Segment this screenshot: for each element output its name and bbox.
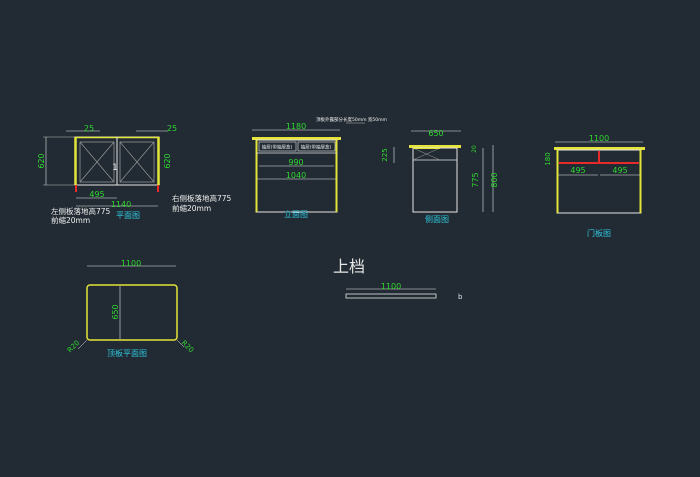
plan-note-right-1: 右侧板落地高775	[172, 193, 232, 203]
elev-caption: 立面图	[284, 209, 308, 219]
plan-view: 25 25 620 620 1 495 1140 左侧板落地高775 前缩20m…	[37, 124, 232, 225]
top-board-outline	[86, 284, 178, 341]
door-top-board	[554, 147, 645, 150]
rail-dim-1100: 1100	[381, 282, 401, 291]
door-dim-495-right: 495	[612, 166, 627, 175]
top-corner-left-leader	[77, 339, 88, 350]
plan-dim-620-left: 620	[37, 153, 46, 168]
plan-dim-620-right: 620	[163, 153, 172, 168]
plan-right-box	[119, 141, 155, 183]
elev-drawer-right	[297, 141, 336, 152]
side-dim-20: 20	[471, 145, 478, 153]
side-top-board	[409, 145, 461, 148]
side-dim-800: 800	[490, 172, 499, 187]
door-dim-495-left: 495	[570, 166, 585, 175]
side-dim-225: 225	[381, 148, 389, 161]
door-dim-180: 180	[544, 152, 552, 165]
plan-caption: 平面图	[116, 211, 140, 220]
side-drawer-cross-2	[412, 147, 441, 161]
side-dim-775: 775	[471, 172, 480, 187]
elev-drawer-left	[258, 141, 297, 152]
door-view: 1100 180 495 495 门板图	[544, 134, 645, 238]
elevation-view: 1180 顶板外露部分长度50mm 宽50mm 抽屉(带抽屉盒) 抽屉(带抽屉盒…	[252, 116, 387, 219]
elev-top-board	[252, 137, 341, 140]
plan-right-cross-2	[119, 141, 155, 183]
plan-dim-495: 495	[89, 190, 104, 199]
top-corner-right-leader	[176, 339, 185, 348]
plan-note-right-2: 前缩20mm	[172, 203, 211, 213]
elev-drawer-left-label: 抽屉(带抽屉盒)	[262, 144, 293, 151]
top-dim-1100: 1100	[121, 259, 141, 268]
plan-left-cross-2	[79, 141, 115, 183]
door-caption: 门板图	[587, 228, 611, 238]
plan-dim-1140: 1140	[111, 200, 131, 209]
elev-drawer-right-label: 抽屉(带抽屉盒)	[301, 144, 332, 151]
rail-mark: b	[458, 293, 463, 301]
elev-dim-1180: 1180	[286, 122, 306, 131]
elev-dim-990: 990	[288, 158, 303, 167]
plan-note-left-2: 前缩20mm	[51, 215, 90, 225]
plan-dim-25-left: 25	[84, 124, 94, 133]
plan-dim-25-right: 25	[167, 124, 177, 133]
elev-dim-1040: 1040	[286, 171, 306, 180]
side-caption: 侧面图	[425, 214, 449, 224]
rail-title: 上档	[333, 257, 365, 276]
elev-note: 顶板外露部分长度50mm 宽50mm	[316, 116, 387, 123]
upper-rail-view: 上档 1100 b	[333, 257, 463, 301]
top-dim-650: 650	[111, 304, 120, 319]
plan-center-mark: 1	[112, 163, 118, 173]
plan-left-box	[79, 141, 115, 183]
plan-note-left-1: 左侧板落地高775	[51, 206, 111, 216]
door-dim-1100: 1100	[589, 134, 609, 143]
top-caption: 顶板平面图	[107, 348, 147, 358]
side-view: 650 225 20 775 800 侧面图	[381, 129, 499, 224]
rail-bar	[345, 293, 437, 299]
side-dim-650: 650	[428, 129, 443, 138]
